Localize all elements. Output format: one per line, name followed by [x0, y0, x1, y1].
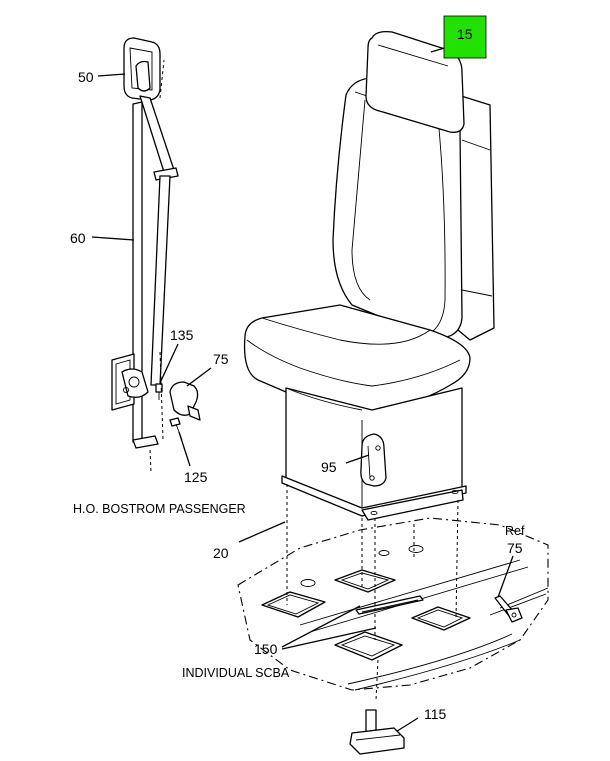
callout-15: 15	[457, 26, 473, 42]
highlight-box	[443, 15, 487, 59]
callout-150: 150	[254, 641, 278, 657]
caption-passenger: H.O. BOSTROM PASSENGER	[73, 502, 246, 516]
callout-labels: 15 50 60 135 75 95 125 20 150 115 Ref 75	[70, 26, 525, 722]
callout-50: 50	[78, 69, 94, 85]
leader-lines	[91, 45, 514, 734]
callout-125: 125	[184, 469, 208, 485]
callout-135: 135	[170, 327, 194, 343]
ref-buckle-floor	[494, 595, 523, 623]
passenger-seat	[243, 30, 495, 521]
callout-ref-number: 75	[507, 540, 523, 556]
caption-scba: INDIVIDUAL SCBA	[182, 666, 290, 680]
seat-belt-assembly	[111, 37, 201, 449]
callout-ref-word: Ref	[505, 524, 525, 538]
callout-115: 115	[424, 706, 447, 722]
floor-panel	[237, 517, 549, 691]
callout-60: 60	[70, 230, 86, 246]
scba-floor-bracket	[349, 709, 405, 755]
callout-95: 95	[321, 459, 337, 475]
callout-75: 75	[213, 351, 229, 367]
callout-20: 20	[213, 545, 229, 561]
